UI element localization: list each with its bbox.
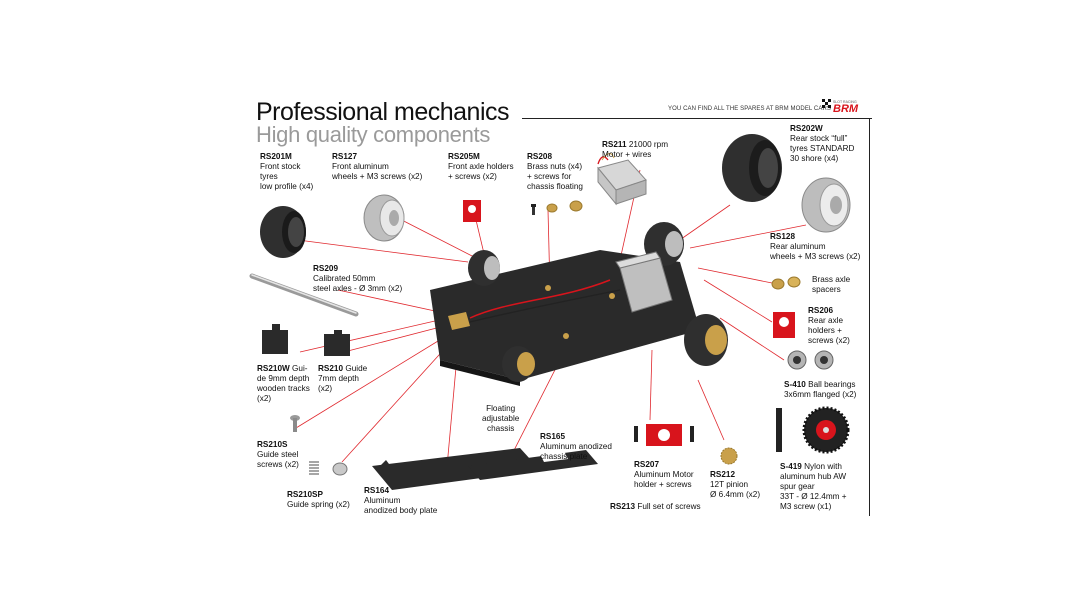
motor-part bbox=[597, 153, 647, 206]
page-title: Professional mechanics bbox=[256, 98, 510, 126]
brand-name: BRM bbox=[833, 103, 859, 114]
front-wheel-part bbox=[363, 194, 405, 242]
guide-part bbox=[324, 330, 350, 356]
rear-axle-holder-part bbox=[773, 312, 795, 338]
part-label-rs207: RS207 Aluminum Motor holder + screws bbox=[634, 460, 694, 489]
part-label-rs201m: RS201M Front stock tyres low profile (x4… bbox=[260, 152, 314, 191]
part-label-rs210w: RS210W Gui- de 9mm depth wooden tracks (… bbox=[257, 364, 310, 403]
brm-logo: SLOT RACING BRM bbox=[822, 99, 859, 114]
part-label-rs210sp: RS210SP Guide spring (x2) bbox=[287, 490, 350, 509]
brass-spacers-part bbox=[771, 276, 801, 290]
part-label-rs128: RS128 Rear aluminum wheels + M3 screws (… bbox=[770, 232, 861, 261]
front-axle-holder-part bbox=[463, 200, 481, 222]
guide-wooden-part bbox=[262, 324, 288, 354]
tagline: YOU CAN FIND ALL THE SPARES AT BRM MODEL… bbox=[668, 106, 831, 112]
part-label-floating-chassis: Floating adjustable chassis bbox=[482, 404, 520, 433]
part-label-rs210s: RS210S Guide steel screws (x2) bbox=[257, 440, 299, 469]
chassis-assembly bbox=[430, 222, 728, 386]
guide-screw-part bbox=[290, 415, 300, 432]
rear-tyre-part bbox=[722, 134, 782, 202]
part-label-rs210: RS210 Guide 7mm depth (x2) bbox=[318, 364, 368, 393]
front-tyre-part bbox=[260, 206, 306, 258]
page-subtitle: High quality components bbox=[256, 122, 491, 147]
brand-small: SLOT RACING bbox=[833, 100, 857, 104]
part-label-s419: S-419 Nylon with aluminum hub AW spur ge… bbox=[780, 462, 847, 511]
part-label-rs202w: RS202W Rear stock “full” tyres STANDARD … bbox=[790, 124, 855, 163]
part-label-rs211: RS211 21000 rpm Motor + wires bbox=[602, 140, 669, 159]
rear-wheel-part bbox=[801, 177, 851, 233]
steel-axle-part bbox=[249, 273, 359, 317]
part-label-rs209: RS209 Calibrated 50mm steel axles - Ø 3m… bbox=[313, 264, 403, 293]
guide-spring-part bbox=[309, 461, 348, 476]
right-rule bbox=[869, 118, 870, 516]
pinion-part bbox=[720, 447, 738, 465]
chassis-plate-part bbox=[468, 450, 598, 480]
part-label-s410: S-410 Ball bearings 3x6mm flanged (x2) bbox=[784, 380, 857, 399]
brass-nuts-part bbox=[531, 200, 583, 215]
part-label-rs205m: RS205M Front axle holders + screws (x2) bbox=[448, 152, 514, 181]
part-label-rs212: RS212 12T pinion Ø 6.4mm (x2) bbox=[710, 470, 761, 499]
part-label-rs213: RS213 Full set of screws bbox=[610, 502, 701, 511]
header-rule bbox=[522, 118, 872, 119]
part-label-rs165: RS165 Aluminum anodized chassis plate bbox=[540, 432, 612, 461]
part-label-rs208: RS208 Brass nuts (x4) + screws for chass… bbox=[527, 152, 583, 191]
spur-gear-part bbox=[776, 406, 850, 454]
part-label-rs164: RS164 Aluminum anodized body plate bbox=[364, 486, 438, 515]
body-plate-part bbox=[372, 448, 540, 490]
part-label-brass-spacers: Brass axle spacers bbox=[812, 275, 851, 294]
checkered-flag-icon bbox=[822, 99, 831, 108]
leader-lines bbox=[295, 169, 807, 479]
part-label-rs206: RS206 Rear axle holders + screws (x2) bbox=[808, 306, 850, 345]
motor-holder-part bbox=[634, 424, 694, 446]
ball-bearings-part bbox=[787, 350, 834, 370]
part-label-rs127: RS127 Front aluminum wheels + M3 screws … bbox=[332, 152, 423, 181]
